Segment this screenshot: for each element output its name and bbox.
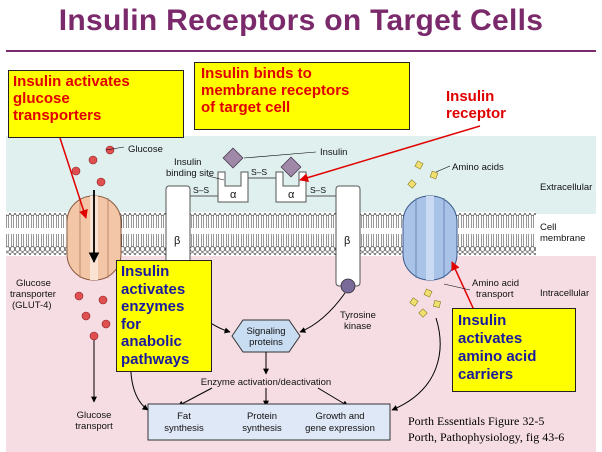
alpha-label-left: α bbox=[230, 189, 237, 201]
callout-insulin-receptor: Insulin receptor bbox=[446, 88, 507, 122]
ss-bond-left: S–S bbox=[193, 185, 209, 195]
amino-acids-label: Amino acids bbox=[452, 162, 504, 173]
alpha-subunit-left bbox=[217, 171, 249, 203]
callout-glucose-transporters: Insulin activates glucose transporters bbox=[8, 70, 184, 138]
outcome-box bbox=[147, 403, 391, 441]
tyrosine-kinase-label-2: kinase bbox=[344, 321, 371, 332]
ss-bond-right: S–S bbox=[310, 185, 326, 195]
extracellular-label: Extracellular bbox=[540, 182, 592, 193]
callout-anabolic-enzymes: Insulin activates enzymes for anabolic p… bbox=[116, 260, 212, 372]
signaling-label-1: Signaling bbox=[246, 326, 285, 337]
cell-membrane-label-2: membrane bbox=[540, 233, 585, 244]
glucose-molecules bbox=[71, 145, 115, 341]
amino-acid-transporter bbox=[402, 195, 458, 281]
citation-essentials: Porth Essentials Figure 32-5 bbox=[408, 414, 545, 428]
title-divider bbox=[6, 50, 596, 52]
glucose-label: Glucose bbox=[128, 144, 163, 155]
aa-transport-label-2: transport bbox=[476, 289, 514, 300]
beta-label-right: β bbox=[344, 235, 350, 247]
alpha-label-right: α bbox=[288, 189, 295, 201]
intracellular-label: Intracellular bbox=[540, 288, 589, 299]
callout-receptor-binding: Insulin binds to membrane receptors of t… bbox=[194, 62, 410, 130]
glut-label-1: Glucose bbox=[16, 278, 51, 289]
page-title: Insulin Receptors on Target Cells bbox=[58, 4, 544, 37]
insulin-molecule-bound bbox=[280, 156, 302, 178]
tyrosine-kinase-site bbox=[340, 278, 356, 294]
fat-synthesis-label-1: Fat bbox=[177, 411, 191, 422]
citation-pathophysiology: Porth, Pathophysiology, fig 43-6 bbox=[408, 430, 565, 444]
tyrosine-kinase-label-1: Tyrosine bbox=[340, 310, 376, 321]
amino-acid-molecules bbox=[407, 160, 442, 318]
protein-synthesis-label-2: synthesis bbox=[242, 423, 282, 434]
binding-site-label-1: Insulin bbox=[174, 157, 201, 168]
protein-synthesis-label-1: Protein bbox=[247, 411, 277, 422]
glucose-transport-label-1: Glucose bbox=[77, 410, 112, 421]
cell-membrane-label-1: Cell bbox=[540, 222, 556, 233]
glut-label-2: transporter bbox=[10, 289, 56, 300]
signaling-label-2: proteins bbox=[249, 337, 283, 348]
glucose-transport-label-2: transport bbox=[75, 421, 113, 432]
alpha-subunit-right bbox=[275, 171, 307, 203]
growth-label-1: Growth and bbox=[315, 411, 364, 422]
callout-amino-acid-carriers: Insulin activates amino acid carriers bbox=[452, 308, 576, 392]
signaling-proteins-node bbox=[231, 319, 301, 353]
beta-label-left: β bbox=[174, 235, 180, 247]
fat-synthesis-label-2: synthesis bbox=[164, 423, 204, 434]
insulin-label: Insulin bbox=[320, 147, 347, 158]
aa-transport-label-1: Amino acid bbox=[472, 278, 519, 289]
growth-label-2: gene expression bbox=[305, 423, 375, 434]
insulin-molecule-free bbox=[222, 147, 244, 169]
enzyme-activation-label: Enzyme activation/deactivation bbox=[201, 377, 331, 388]
ss-bond-middle: S–S bbox=[251, 167, 267, 177]
binding-site-label-2: binding site bbox=[166, 168, 214, 179]
glut-label-3: (GLUT-4) bbox=[12, 300, 52, 311]
